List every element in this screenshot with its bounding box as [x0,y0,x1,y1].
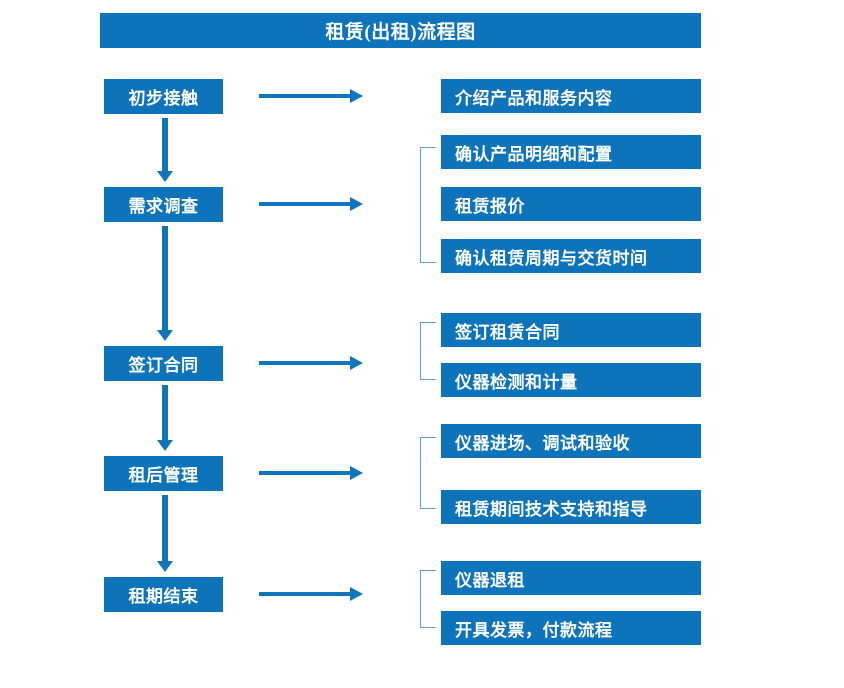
detail-box: 确认产品明细和配置 [441,135,701,169]
bracket-connector [420,437,436,509]
detail-box: 仪器进场、调试和验收 [441,424,701,458]
stage-box: 租期结束 [104,577,223,612]
bracket-connector [420,570,436,628]
bracket-connector [420,147,436,263]
stage-box: 需求调查 [104,187,223,222]
bracket-connector [420,322,436,380]
stage-box: 初步接触 [104,79,223,114]
detail-box: 仪器检测和计量 [441,363,701,397]
arrow-shaft [259,94,351,98]
arrow-shaft [162,118,168,172]
arrow-right-icon [259,197,363,211]
arrow-head [350,466,363,480]
arrow-down-icon [157,226,173,341]
detail-box: 租赁期间技术支持和指导 [441,490,701,524]
arrow-shaft [259,592,351,596]
arrow-head [157,561,173,572]
arrow-head [350,587,363,601]
arrow-head [350,197,363,211]
arrow-right-icon [259,466,363,480]
arrow-shaft [259,471,351,475]
arrow-shaft [259,361,351,365]
arrow-shaft [162,495,168,562]
chart-title: 租赁(出租)流程图 [100,13,701,48]
arrow-down-icon [157,495,173,572]
arrow-head [350,89,363,103]
arrow-head [350,356,363,370]
stage-box: 租后管理 [104,456,223,491]
arrow-head [157,330,173,341]
arrow-head [157,440,173,451]
detail-box: 介绍产品和服务内容 [441,79,701,113]
arrow-shaft [162,226,168,331]
detail-box: 租赁报价 [441,187,701,221]
arrow-shaft [162,385,168,441]
arrow-right-icon [259,356,363,370]
detail-box: 开具发票，付款流程 [441,611,701,645]
arrow-right-icon [259,587,363,601]
arrow-head [157,171,173,182]
detail-box: 仪器退租 [441,561,701,595]
arrow-right-icon [259,89,363,103]
detail-box: 确认租赁周期与交货时间 [441,239,701,273]
detail-box: 签订租赁合同 [441,313,701,347]
arrow-down-icon [157,385,173,451]
arrow-down-icon [157,118,173,182]
arrow-shaft [259,202,351,206]
stage-box: 签订合同 [104,346,223,381]
